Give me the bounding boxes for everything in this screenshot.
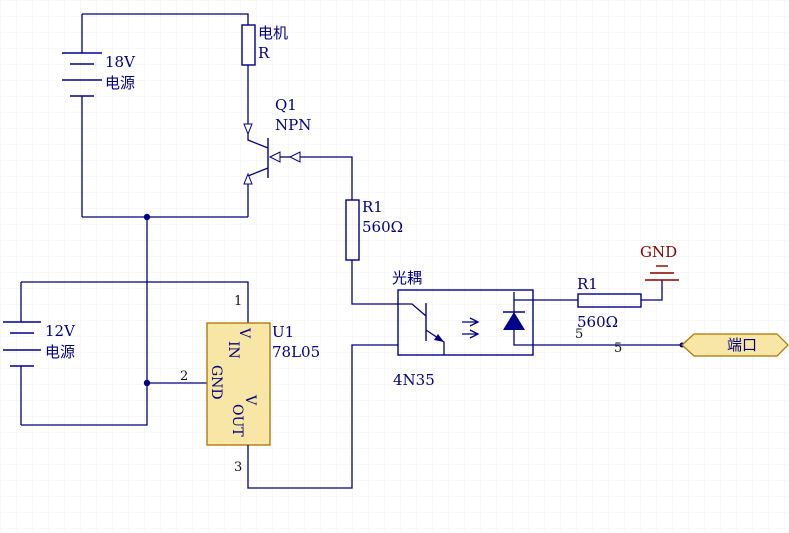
battery-18v[interactable] bbox=[62, 14, 102, 217]
output-resistor-ref: R1 bbox=[577, 275, 598, 293]
opto-part: 4N35 bbox=[393, 371, 435, 389]
wire-base-to-opto bbox=[351, 260, 398, 305]
regulator-pin-vout-sub: OUT bbox=[229, 404, 245, 437]
battery-12v[interactable] bbox=[3, 282, 41, 425]
gnd-label: GND bbox=[640, 243, 677, 261]
output-resistor-value: 560Ω bbox=[577, 313, 618, 331]
wire-12v-bottom bbox=[21, 217, 148, 426]
wire-vout-to-opto bbox=[247, 344, 398, 489]
opto-title: 光耦 bbox=[392, 269, 422, 287]
optocoupler[interactable] bbox=[397, 289, 534, 356]
wire-base bbox=[300, 156, 353, 200]
regulator-part: 78L05 bbox=[272, 343, 320, 361]
battery-18v-name: 电源 bbox=[105, 74, 135, 92]
regulator-ic[interactable] bbox=[206, 322, 271, 446]
regulator-pin-gnd: GND bbox=[208, 365, 224, 400]
battery-12v-name: 电源 bbox=[45, 343, 75, 361]
regulator-pin-vin-sub: IN bbox=[225, 341, 241, 359]
motor-name: 电机 bbox=[258, 24, 288, 42]
battery-12v-voltage: 12V bbox=[45, 322, 76, 340]
battery-18v-voltage: 18V bbox=[105, 53, 136, 71]
wire-12v-top bbox=[21, 281, 249, 323]
regulator-pin-vin: V bbox=[236, 327, 252, 339]
transistor-type: NPN bbox=[275, 116, 311, 134]
port-net-a: 5 bbox=[575, 327, 583, 342]
wire-top bbox=[82, 13, 249, 25]
base-resistor-ref: R1 bbox=[362, 198, 383, 216]
port-label: 端口 bbox=[727, 336, 757, 354]
port-connector[interactable] bbox=[681, 333, 789, 357]
port-net-b: 5 bbox=[614, 341, 622, 356]
regulator-pin3: 3 bbox=[234, 460, 242, 475]
regulator-pin2: 2 bbox=[180, 369, 188, 384]
transistor-ref: Q1 bbox=[275, 96, 297, 114]
regulator-pin-vout: V bbox=[242, 394, 258, 406]
regulator-pin1: 1 bbox=[234, 294, 242, 309]
motor-value: R bbox=[258, 44, 270, 62]
wire-to-gnd bbox=[641, 280, 663, 301]
gnd-symbol bbox=[645, 265, 679, 281]
base-resistor-value: 560Ω bbox=[362, 218, 403, 236]
regulator-ref: U1 bbox=[272, 323, 294, 341]
